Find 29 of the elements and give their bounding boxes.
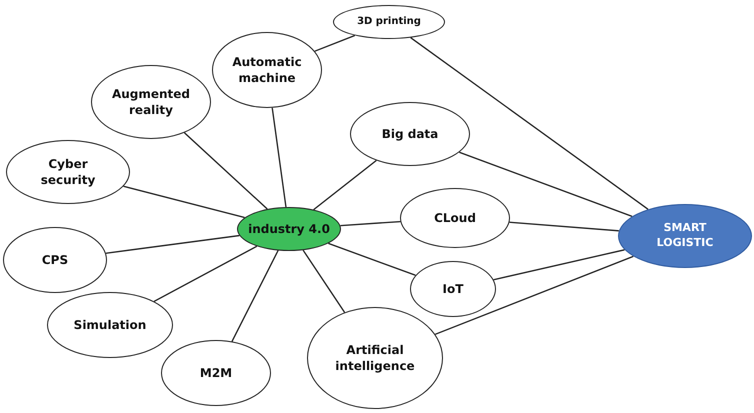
connector-line bbox=[410, 37, 648, 210]
connector-line bbox=[509, 222, 619, 232]
connector-line bbox=[106, 234, 240, 254]
node-label: Simulation bbox=[74, 316, 146, 334]
node-label: SMART LOGISTIC bbox=[656, 221, 714, 251]
connector-line bbox=[459, 152, 632, 217]
node-label: CPS bbox=[42, 252, 68, 268]
node-label: CLoud bbox=[434, 210, 476, 226]
connector-line bbox=[154, 246, 258, 302]
connector-line bbox=[123, 186, 245, 218]
node-label: IoT bbox=[442, 280, 464, 298]
node-label: Augmented reality bbox=[111, 86, 191, 118]
connector-line bbox=[302, 250, 346, 313]
connector-line bbox=[231, 250, 279, 342]
node-label: Artificial intelligence bbox=[334, 342, 416, 374]
node-label: M2M bbox=[200, 364, 232, 382]
node-label: Big data bbox=[382, 126, 438, 142]
node-label: Automatic machine bbox=[231, 54, 303, 86]
connector-line bbox=[314, 34, 356, 52]
connector-line bbox=[313, 160, 377, 210]
node-label: industry 4.0 bbox=[248, 220, 330, 238]
connector-line bbox=[340, 220, 400, 226]
connector-line bbox=[434, 256, 634, 335]
connector-line bbox=[184, 132, 268, 210]
connector-line bbox=[493, 249, 625, 280]
connector-line bbox=[328, 242, 416, 276]
connector-line bbox=[272, 108, 287, 208]
node-label: Cyber security bbox=[40, 156, 96, 188]
node-label: 3D printing bbox=[357, 15, 421, 29]
